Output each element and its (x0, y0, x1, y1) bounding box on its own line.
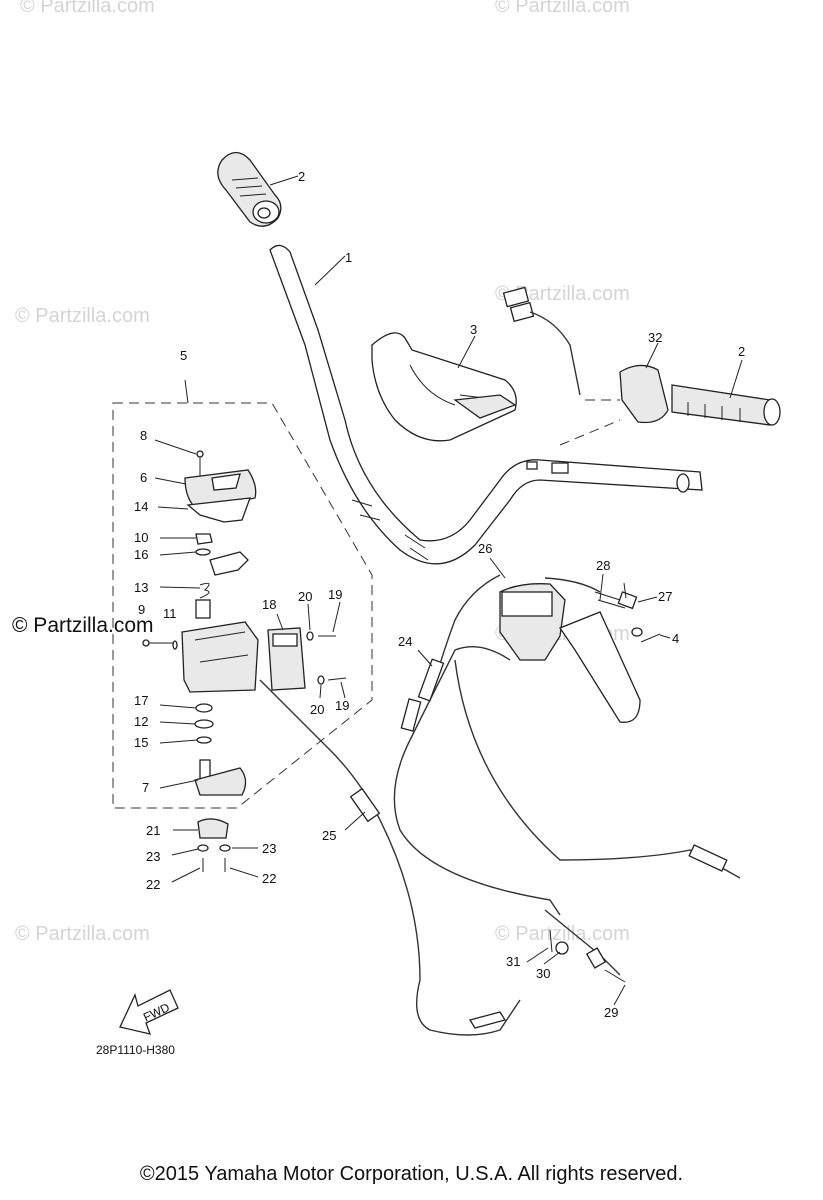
callout-22: 22 (146, 877, 160, 892)
brake-assembly (499, 582, 661, 723)
callout-11: 11 (163, 606, 177, 621)
callout-7: 7 (142, 780, 149, 795)
callout-6: 6 (140, 470, 147, 485)
callout-13: 13 (134, 580, 148, 595)
callout-29: 29 (604, 1005, 618, 1020)
callout-30: 30 (536, 966, 550, 981)
diagram-code: 28P1110-H380 (96, 1043, 175, 1057)
cables (259, 574, 741, 1036)
callout-8: 8 (140, 428, 147, 443)
watermark: © Partzilla.com (20, 0, 155, 17)
callout-10: 10 (134, 530, 148, 545)
switch-parts (142, 450, 347, 796)
callout-17: 17 (134, 693, 148, 708)
callout-1: 1 (345, 250, 352, 265)
watermark: © Partzilla.com (495, 0, 630, 17)
callout-12: 12 (134, 714, 148, 729)
watermark: © Partzilla.com (15, 923, 150, 945)
callouts: 2 1 3 32 2 5 8 6 14 10 16 13 9 11 18 20 … (134, 169, 745, 1020)
watermarks: © Partzilla.com © Partzilla.com © Partzi… (12, 0, 630, 945)
callout-20: 20 (298, 589, 312, 604)
callout-24: 24 (398, 634, 412, 649)
callout-21: 21 (146, 823, 160, 838)
callout-15: 15 (134, 735, 148, 750)
callout-26: 26 (478, 541, 492, 556)
callout-25: 25 (322, 828, 336, 843)
callout-19: 19 (328, 587, 342, 602)
callout-2: 2 (738, 344, 745, 359)
clamp-parts (197, 818, 231, 872)
watermark: © Partzilla.com (495, 923, 630, 945)
handlebar-cover (371, 332, 517, 442)
callout-28: 28 (596, 558, 610, 573)
switch-assembly-outline (112, 402, 373, 809)
callout-23: 23 (262, 841, 276, 856)
watermark-strong: © Partzilla.com (12, 614, 154, 637)
fwd-arrow: FWD (119, 989, 179, 1035)
throttle-assembly (502, 286, 781, 446)
callout-23: 23 (146, 849, 160, 864)
callout-19: 19 (335, 698, 349, 713)
handlebar (269, 244, 703, 565)
copyright-notice: ©2015 Yamaha Motor Corporation, U.S.A. A… (139, 1163, 684, 1185)
callout-9: 9 (138, 602, 145, 617)
callout-18: 18 (262, 597, 276, 612)
callout-3: 3 (470, 322, 477, 337)
callout-5: 5 (180, 348, 187, 363)
callout-4: 4 (672, 631, 679, 646)
callout-2: 2 (298, 169, 305, 184)
callout-16: 16 (134, 547, 148, 562)
callout-20: 20 (310, 702, 324, 717)
watermark: © Partzilla.com (15, 305, 150, 327)
callout-31: 31 (506, 954, 520, 969)
callout-27: 27 (658, 589, 672, 604)
leader-lines (154, 175, 743, 1006)
left-grip (217, 151, 282, 227)
callout-22: 22 (262, 871, 276, 886)
callout-32: 32 (648, 330, 662, 345)
callout-14: 14 (134, 499, 148, 514)
